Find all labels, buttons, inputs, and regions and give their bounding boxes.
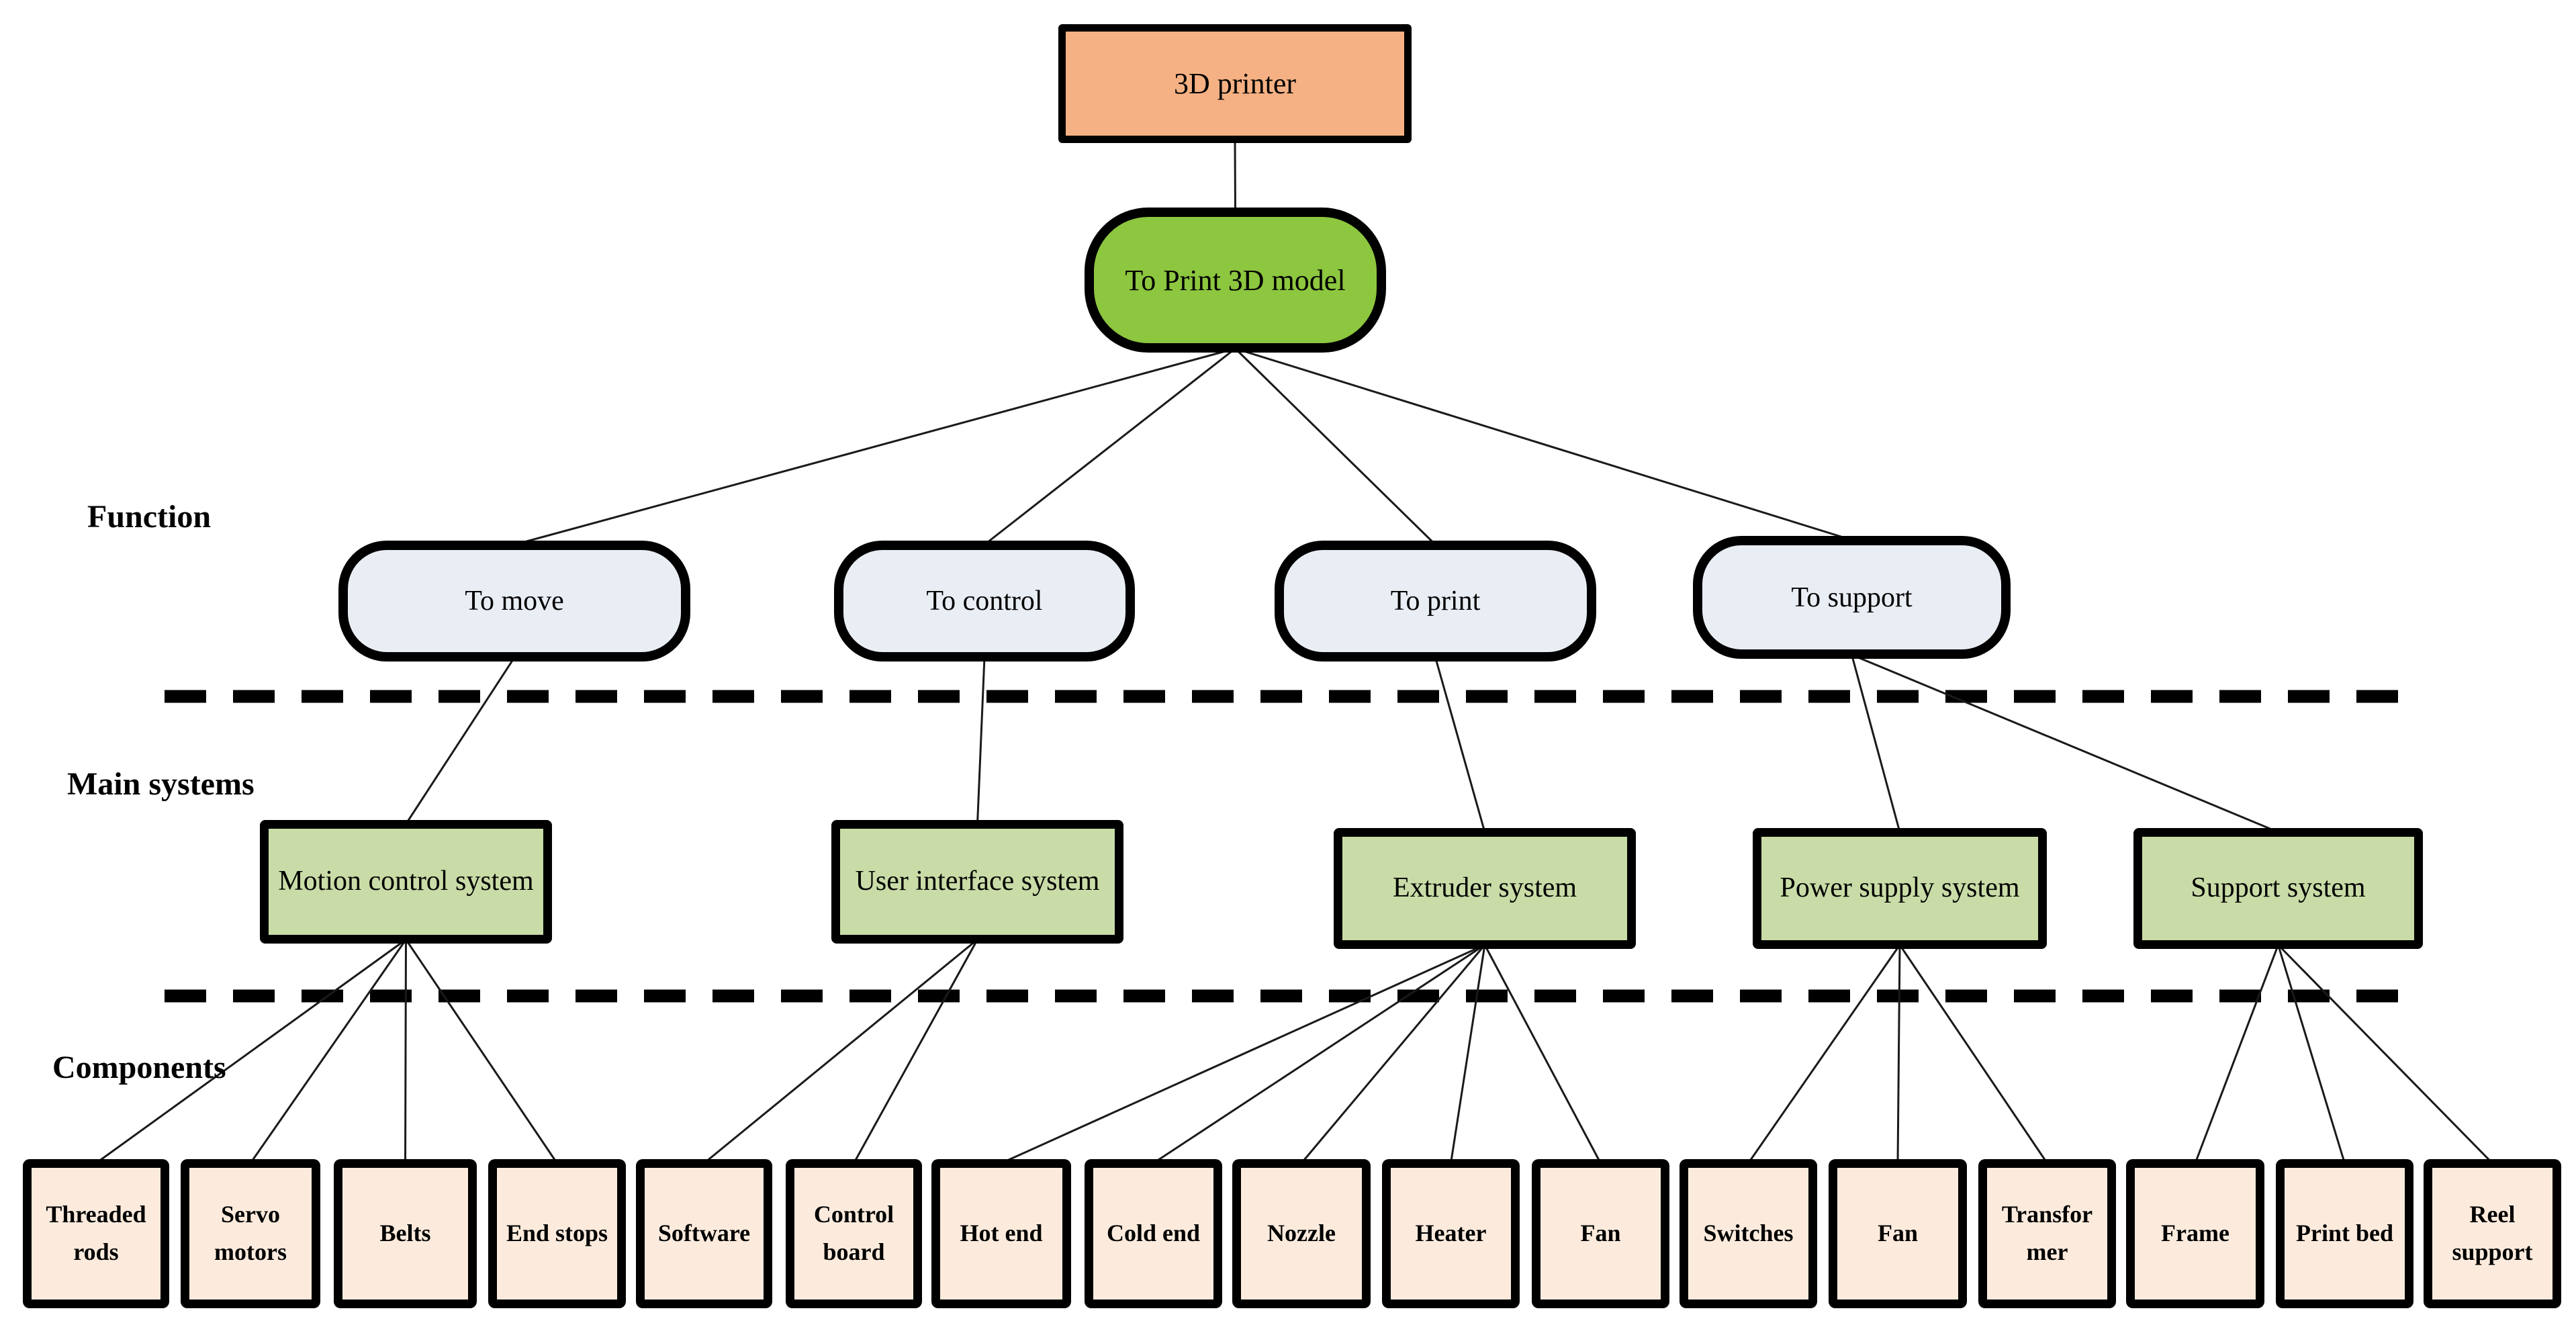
edge-motion-to-end-stops — [405, 939, 558, 1164]
node-cold-end: Cold end — [1085, 1159, 1222, 1308]
node-to-control: To control — [834, 541, 1135, 662]
edge-to-support-to-support — [1851, 653, 2279, 833]
node-extruder: Extruder system — [1334, 828, 1636, 949]
edge-support-to-frame — [2194, 944, 2279, 1164]
edge-printer-to-print3d — [1234, 138, 1236, 212]
edge-print3d-to-to-print — [1234, 347, 1436, 546]
row-label-components: Components — [52, 1050, 226, 1085]
edge-power-to-fan-power — [1896, 944, 1901, 1164]
node-servo-motors: Servo motors — [181, 1159, 320, 1308]
edge-motion-to-servo-motors — [249, 939, 407, 1164]
node-hot-end: Hot end — [931, 1159, 1071, 1308]
edge-to-move-to-motion — [405, 657, 516, 825]
node-to-print: To print — [1275, 541, 1596, 662]
edge-support-to-print-bed — [2277, 944, 2346, 1164]
node-control-board: Control board — [786, 1159, 922, 1308]
node-reel-support: Reel support — [2424, 1159, 2561, 1308]
edge-to-control-to-ui — [976, 657, 986, 825]
node-threaded-rods: Threaded rods — [23, 1159, 169, 1308]
node-nozzle: Nozzle — [1232, 1159, 1371, 1308]
node-fan-extruder: Fan — [1532, 1159, 1669, 1308]
node-print-bed: Print bed — [2276, 1159, 2413, 1308]
edge-ui-to-software — [703, 938, 978, 1165]
edge-support-to-reel-support — [2277, 944, 2493, 1165]
node-software: Software — [636, 1159, 772, 1308]
edge-print3d-to-to-support — [1235, 347, 1852, 541]
node-transformer: Transformer — [1978, 1159, 2116, 1308]
node-support: Support system — [2133, 828, 2423, 949]
edge-extruder-to-nozzle — [1300, 944, 1486, 1164]
edge-to-print-to-extruder — [1434, 657, 1486, 833]
edge-ui-to-control-board — [853, 939, 978, 1164]
node-to-move: To move — [338, 541, 690, 662]
node-end-stops: End stops — [488, 1159, 626, 1308]
row-label-function: Function — [87, 499, 212, 535]
node-frame: Frame — [2126, 1159, 2264, 1308]
edge-print3d-to-to-move — [514, 347, 1236, 546]
node-print3d: To Print 3D model — [1085, 208, 1386, 353]
node-power: Power supply system — [1753, 828, 2047, 949]
edge-power-to-switches — [1747, 944, 1901, 1164]
node-belts: Belts — [334, 1159, 477, 1308]
edge-extruder-to-heater — [1450, 944, 1486, 1164]
node-fan-power: Fan — [1829, 1159, 1967, 1308]
edge-to-support-to-power — [1851, 654, 1901, 833]
node-motion: Motion control system — [260, 820, 552, 944]
row-label-main-systems: Main systems — [67, 766, 255, 802]
edge-power-to-transformer — [1898, 944, 2048, 1164]
edge-extruder-to-hot-end — [1001, 944, 1485, 1165]
node-heater: Heater — [1382, 1159, 1520, 1308]
node-switches: Switches — [1680, 1159, 1817, 1308]
node-ui: User interface system — [831, 820, 1123, 944]
node-to-support: To support — [1693, 536, 2011, 659]
edge-extruder-to-cold-end — [1152, 944, 1485, 1165]
edge-extruder-to-fan-extruder — [1483, 944, 1602, 1164]
node-printer: 3D printer — [1058, 24, 1412, 143]
edge-print3d-to-to-control — [984, 347, 1236, 546]
